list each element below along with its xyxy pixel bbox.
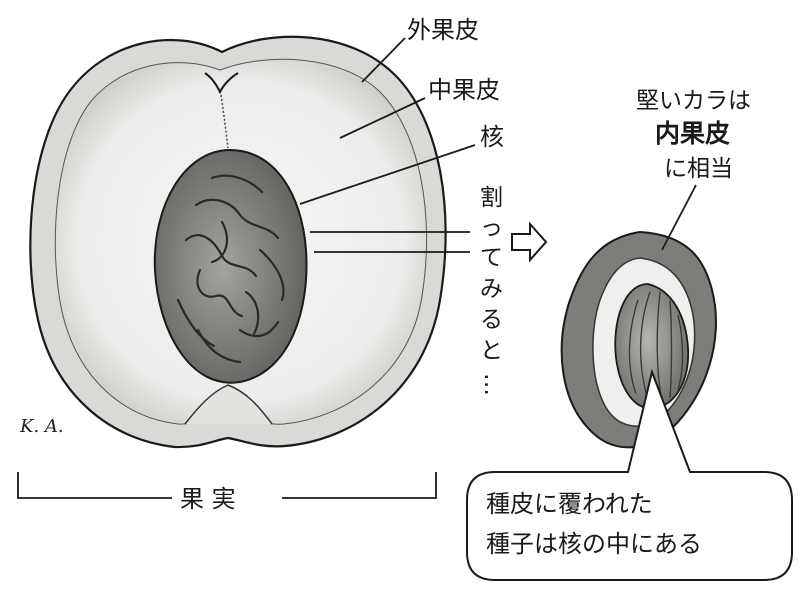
arrow-right-icon [511, 221, 548, 263]
label-exocarp: 外果皮 [407, 16, 479, 44]
callout-line2: 種子は核の中にある [486, 530, 702, 558]
blossom-cavity [184, 384, 273, 425]
label-fruit: 果 実 [180, 485, 236, 513]
opened-stone [560, 230, 717, 449]
stone-texture [176, 174, 285, 364]
shell-note-line3: に相当 [664, 156, 733, 182]
svg-text:と: と [480, 338, 503, 364]
artist-signature: K. A. [19, 416, 64, 437]
label-stone: 核 [480, 123, 504, 151]
shell-note-line2: 内果皮 [655, 119, 730, 148]
label-cut-open: 割 っ て み る と … [479, 185, 505, 396]
peach-cross-section [29, 35, 447, 449]
stone [153, 148, 308, 384]
svg-text:…: … [479, 373, 505, 396]
seed-veins [628, 291, 684, 403]
callout-line1: 種皮に覆われた [486, 490, 653, 518]
shell-leader-line [661, 184, 697, 251]
callout-bubble [466, 368, 793, 581]
fruit-bracket [17, 472, 437, 499]
svg-text:み: み [480, 276, 503, 302]
stem-cavity [204, 72, 239, 95]
svg-text:っ: っ [480, 215, 503, 241]
svg-text:て: て [480, 245, 503, 271]
leader-lines [299, 37, 476, 253]
svg-text:る: る [480, 307, 503, 333]
shell-note-line1: 堅いカラは [636, 88, 751, 114]
svg-text:割: 割 [480, 185, 503, 211]
label-mesocarp: 中果皮 [428, 76, 500, 104]
suture-line [220, 94, 229, 149]
seed-callout: 種皮に覆われた 種子は核の中にある [466, 368, 793, 581]
